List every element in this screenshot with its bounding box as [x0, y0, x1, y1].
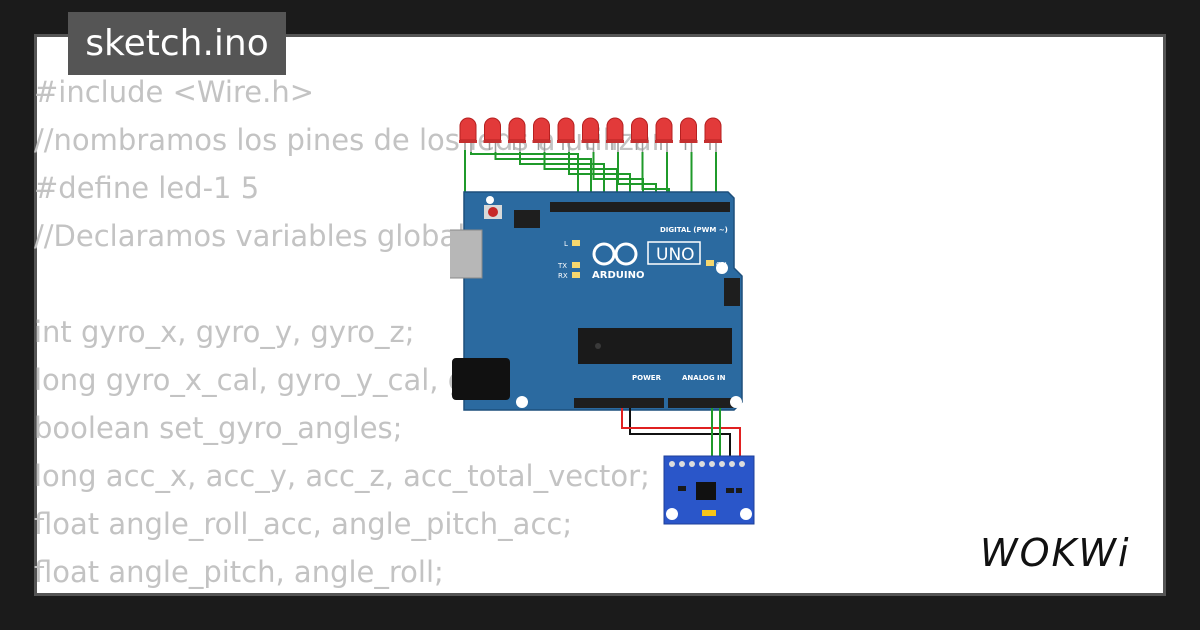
power-header [574, 398, 664, 408]
sensor-pin [699, 461, 705, 467]
analog-header [668, 398, 734, 408]
code-line: float angle_pitch, angle_roll; [34, 555, 444, 589]
red-led [483, 117, 502, 152]
red-led [655, 117, 673, 152]
circuit-diagram: DIGITAL (PWM ~) L TX RX ARDUINO UNO ON P… [450, 117, 755, 525]
code-line: boolean set_gyro_angles; [34, 411, 403, 445]
digital-header [550, 202, 730, 212]
arduino-brand: ARDUINO [592, 270, 644, 281]
power-label: POWER [632, 374, 662, 382]
model-label: UNO [656, 245, 695, 265]
wokwi-logo-text: WOKWi [980, 531, 1131, 575]
uno-badge [647, 241, 701, 265]
code-line: float angle_roll_acc, angle_pitch_acc; [34, 507, 573, 541]
sensor-pin [729, 461, 735, 467]
code-line: int gyro_x, gyro_y, gyro_z; [34, 315, 415, 349]
led-wire [543, 152, 618, 204]
analog-label: ANALOG IN [682, 374, 726, 382]
usb-port [450, 229, 483, 279]
l-label: L [564, 240, 568, 248]
arduino-uno-board: DIGITAL (PWM ~) L TX RX ARDUINO UNO ON P… [450, 191, 743, 411]
led-wire [470, 152, 579, 204]
power-jack [452, 358, 510, 400]
red-led [508, 117, 526, 152]
led-row [459, 117, 722, 152]
wokwi-logo: WOKWi [980, 531, 1131, 575]
icsp-header [514, 210, 540, 228]
arduino-infinity-logo [592, 242, 638, 266]
led-wire [519, 152, 605, 204]
sensor-pin [669, 461, 675, 467]
sensor-pin [709, 461, 715, 467]
led-wire [494, 152, 592, 204]
rx-label: RX [558, 272, 568, 280]
sensor-pins [669, 461, 745, 467]
red-led [532, 117, 551, 152]
tx-label: TX [557, 262, 567, 270]
sensor-wires [621, 408, 741, 460]
red-led [704, 117, 722, 152]
sensor-pin [739, 461, 745, 467]
red-led [581, 117, 600, 152]
red-led [679, 117, 698, 152]
mpu6050-sensor [663, 455, 755, 525]
code-line: long acc_x, acc_y, acc_z, acc_total_vect… [34, 459, 650, 493]
code-line: //nombramos los pines de los leds a util… [34, 123, 664, 157]
red-led [606, 117, 624, 152]
icsp2-header [724, 278, 740, 306]
code-line: #include <Wire.h> [34, 75, 315, 109]
red-led [557, 117, 575, 152]
red-led [630, 117, 649, 152]
led-wire [568, 152, 631, 204]
atmega-chip [578, 328, 732, 364]
red-led [459, 117, 477, 152]
code-line: #define led-1 5 [34, 171, 260, 205]
code-preview: #include <Wire.h> //nombramos los pines d… [34, 68, 664, 596]
sensor-pin [689, 461, 695, 467]
sensor-pin [719, 461, 725, 467]
digital-label: DIGITAL (PWM ~) [660, 226, 728, 234]
sketch-filename-badge: sketch.ino [68, 12, 286, 75]
sensor-pin [679, 461, 685, 467]
